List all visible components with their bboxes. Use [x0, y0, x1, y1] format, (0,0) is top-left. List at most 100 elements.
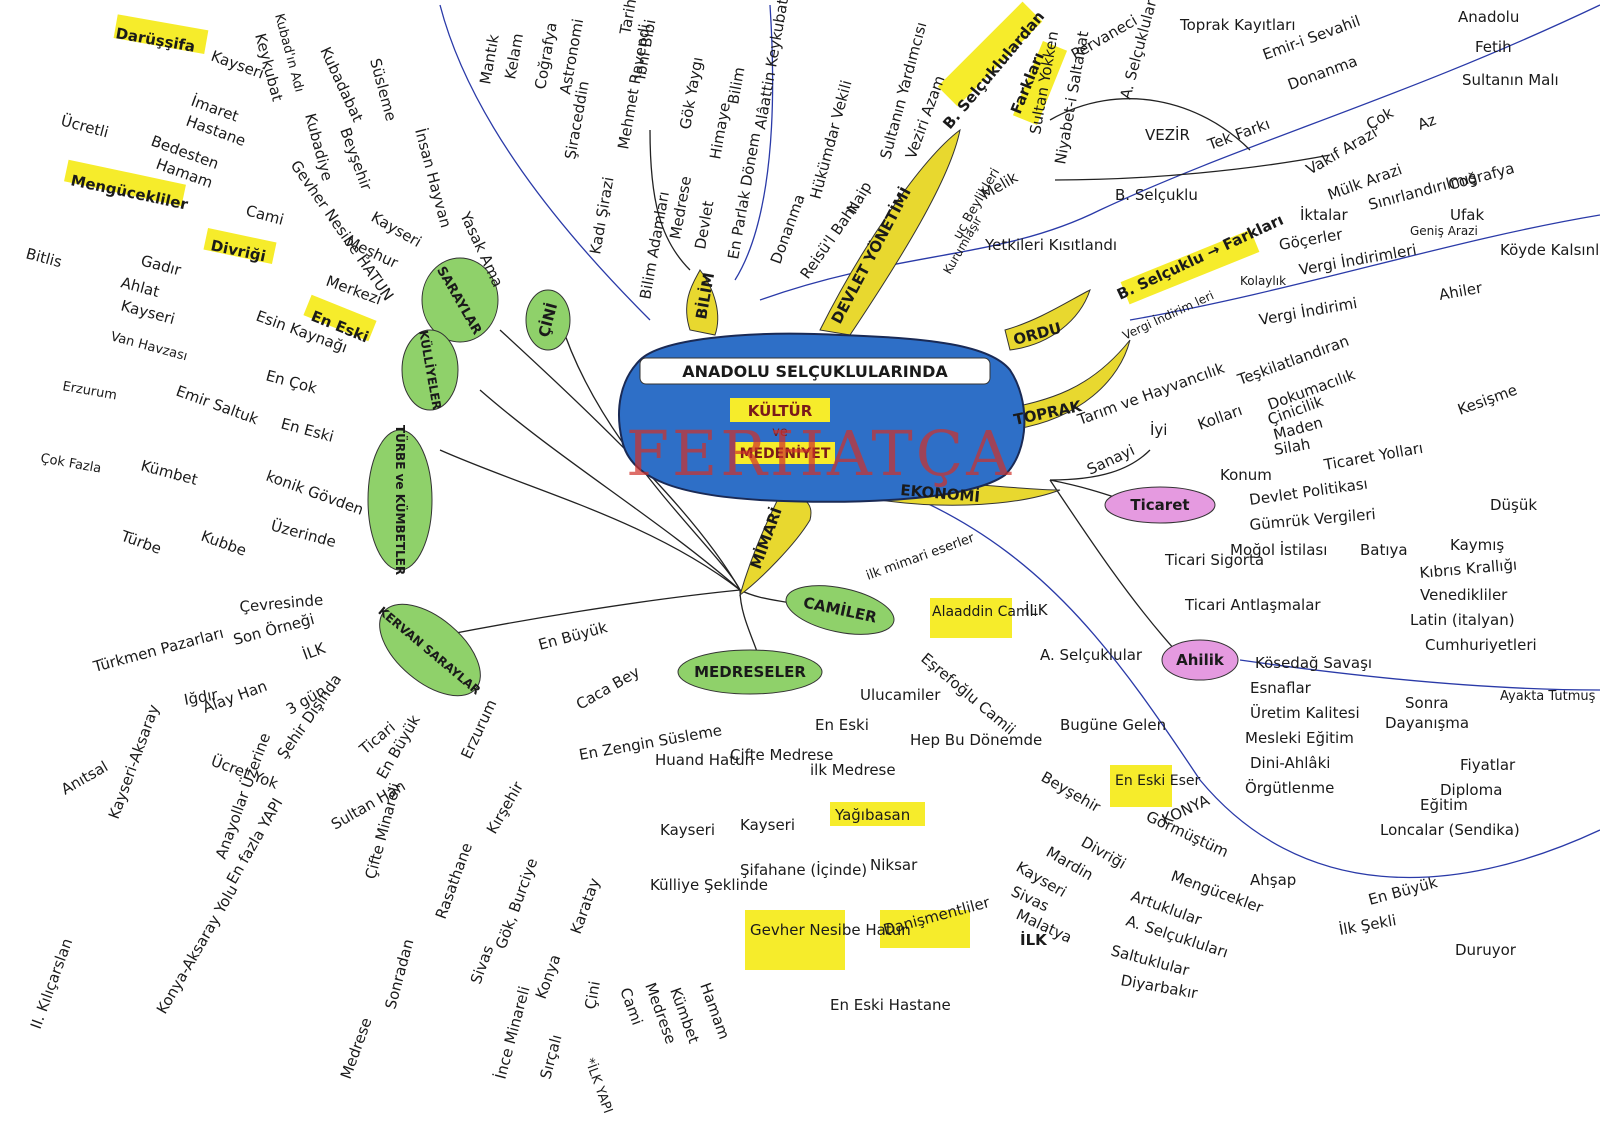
bilim-labels: Bilim Adamları Kadı Şirazi Şiraceddin Ma…	[476, 0, 792, 301]
node-label-diploma: Diploma	[1440, 781, 1502, 799]
node-label-beysehir: Beyşehir	[1038, 768, 1104, 817]
node-label-ulucamiler: Ulucamiler	[860, 686, 941, 704]
node-label-medrese-m2: Medrese	[337, 1015, 376, 1081]
center-line2-box	[730, 398, 830, 422]
node-label-vezir: VEZİR	[1145, 125, 1190, 144]
node-label-en-eski-eser: En Eski Eser	[1115, 773, 1201, 789]
limb-bilim	[686, 269, 719, 336]
node-label-kumbet: Kümbet	[139, 456, 200, 488]
node-label-b-selcuklu: B. Selçuklu	[1115, 186, 1198, 204]
node-label-donanma: Donanma	[767, 192, 809, 267]
devlet-labels: Donanma Reisü'l Bahr Hükümdar Vekili Nai…	[767, 0, 1363, 282]
node-label-ilk-k: İLK	[300, 638, 329, 664]
node-label-niksar: Niksar	[870, 856, 918, 874]
node-label-van-havzasi: Van Havzası	[109, 329, 189, 364]
limb-ordu	[1004, 289, 1091, 351]
node-label-ilk-medrese: ilk Medrese	[810, 761, 896, 779]
watermark: FERHATÇA	[626, 417, 1014, 490]
node-label-himaye: Himaye	[706, 101, 734, 161]
node-label-sonra: Sonra	[1405, 694, 1449, 712]
node-label-sonradan: Sonradan	[381, 937, 417, 1011]
node-label-kayseri-aksaray: Kayseri-Aksaray	[105, 702, 163, 821]
node-label-turbe: TÜRBE ve KÜMBETLER	[393, 425, 408, 575]
node-label-bilim: Bilim	[724, 66, 748, 106]
node-label-beysehir-s: Beyşehir	[336, 125, 376, 193]
node-label-susleme: Süsleme	[366, 56, 400, 123]
node-label-anayollar: Anayollar Üzerine	[211, 730, 274, 861]
center-line2: KÜLTÜR	[748, 401, 813, 420]
node-label-konum: Konum	[1220, 466, 1272, 484]
node-label-kibris: Kıbrıs Krallığı	[1419, 556, 1518, 582]
node-label-devlet: Devlet	[691, 199, 717, 250]
node-label-yetkileri-kisitlandi: Yetkileri Kısıtlandı	[984, 236, 1117, 254]
node-label-cini-m: Çini	[581, 980, 604, 1011]
node-label-sultanin-mali: Sultanın Malı	[1462, 71, 1559, 89]
center-title: ANADOLU SELÇUKLULARINDA	[682, 362, 948, 381]
node-label-cifte-medrese: Çifte Medrese	[730, 746, 833, 764]
node-label-bugune-gelen: Bugüne Gelen	[1060, 716, 1166, 734]
node-label-uretim-kalitesi: Üretim Kalitesi	[1250, 703, 1360, 722]
center-node: ANADOLU SELÇUKLULARINDA KÜLTÜR ve MEDENİ…	[618, 332, 1026, 503]
node-label-kadi-siraci: Kadı Şirazi	[586, 175, 617, 255]
node-label-yagibasan: Yağıbasan	[834, 806, 910, 824]
node-kulliyeler: KÜLLİYELER	[401, 329, 459, 411]
node-label-kelam: Kelam	[501, 32, 527, 81]
node-label-hukumdar-vekili: Hükümdar Vekili	[806, 78, 855, 201]
node-label-sifahane: Şifahane (İçinde)	[740, 860, 867, 879]
node-label-dini-ahlaki: Dini-Ahlâki	[1250, 754, 1330, 772]
node-label-en-eski-t: En Eski	[279, 414, 336, 445]
node-label-bilim-adamlari: Bilim Adamları	[636, 190, 673, 301]
center-title-box	[639, 357, 991, 385]
node-cini: ÇİNİ	[525, 289, 571, 351]
node-label-b-selcuklu-farklari: B. Selçuklu → Farkları	[1114, 211, 1286, 304]
node-label-sehir-disinda: Şehir Dışında	[274, 671, 346, 763]
node-label-uzerinde: Üzerinde	[269, 516, 338, 552]
node-label-ilk: İLK	[1025, 600, 1049, 619]
node-label-kesisme: Kesişme	[1455, 381, 1519, 419]
node-camiler: CAMİLER	[785, 585, 895, 635]
node-label-iyi: İyi	[1150, 420, 1167, 439]
node-saraylar: SARAYLAR	[421, 257, 499, 343]
node-label-genis-arazi: Geniş Arazi	[1410, 224, 1478, 238]
node-label-egitim: Eğitim	[1420, 796, 1468, 814]
center-line4: MEDENİYET	[740, 445, 831, 462]
node-label-a-selcuklulari: A. Selçuklular	[1040, 646, 1143, 664]
node-label-kubbe: Kubbe	[199, 527, 249, 560]
node-label-konya-aksaray: Konya-Aksaray Yolu	[153, 882, 242, 1017]
node-label-cografya: Coğrafya	[531, 21, 560, 91]
node-label-ticaret-yollari: Ticaret Yolları	[1322, 439, 1425, 474]
node-label-kayseri-t: Kayseri	[119, 296, 177, 328]
node-label-ufak: Ufak	[1450, 206, 1484, 224]
node-label-dusuk: Düşük	[1490, 496, 1537, 514]
node-label-konya-m: Konya	[532, 952, 565, 1001]
node-label-tek-farki: Tek Farkı	[1204, 115, 1272, 154]
node-label-kayseri-m2: Kayseri	[740, 816, 795, 834]
node-label-gocerler: Göçerler	[1278, 225, 1345, 254]
node-label-cami-med: Cami	[616, 985, 646, 1027]
node-medreseler: MEDRESELER	[677, 649, 823, 695]
node-label-ahsap: Ahşap	[1250, 871, 1296, 889]
toprak-labels: Vakıf Arazi Çok Mülk Arazi Az İktalar Sı…	[1074, 8, 1600, 479]
node-ticaret: Ticaret	[1104, 486, 1216, 524]
node-label-bitlis: Bitlis	[24, 244, 64, 271]
node-label-dayanisma: Dayanışma	[1385, 714, 1469, 732]
node-label-kirsehir: Kırşehir	[483, 778, 528, 837]
node-label-kulliye-seklinde: Külliye Şeklinde	[650, 876, 768, 894]
node-label-orgutlenme: Örgütlenme	[1245, 778, 1334, 797]
node-label-caca-bey: Caca Bey	[573, 663, 643, 714]
center-line4-box	[735, 442, 835, 464]
node-label-toprak-kayitlari: Toprak Kayıtları	[1179, 16, 1296, 34]
limb-mimari	[739, 494, 812, 597]
node-label-alay-han: Alay Han	[200, 677, 269, 717]
node-label-en-parlak-donem: En Parlak Dönem	[724, 131, 764, 261]
node-label-vergi-indirimi: Vergi İndirimi	[1257, 293, 1358, 329]
highlights	[64, 1, 1260, 970]
node-label-ticari-antlasmalar: Ticari Antlaşmalar	[1184, 596, 1321, 614]
node-label-batiya: Batıya	[1360, 541, 1408, 559]
node-label-gadir: Gadır	[139, 251, 184, 279]
node-label-kolaylik: Kolaylık	[1240, 274, 1286, 288]
node-label-gok-yaygi: Gök Yaygı	[676, 56, 706, 131]
node-label-medreseler: MEDRESELER	[694, 663, 806, 681]
node-label-fetih: Fetih	[1475, 38, 1512, 56]
node-kervan: KERVAN SARAYLAR	[375, 603, 483, 698]
